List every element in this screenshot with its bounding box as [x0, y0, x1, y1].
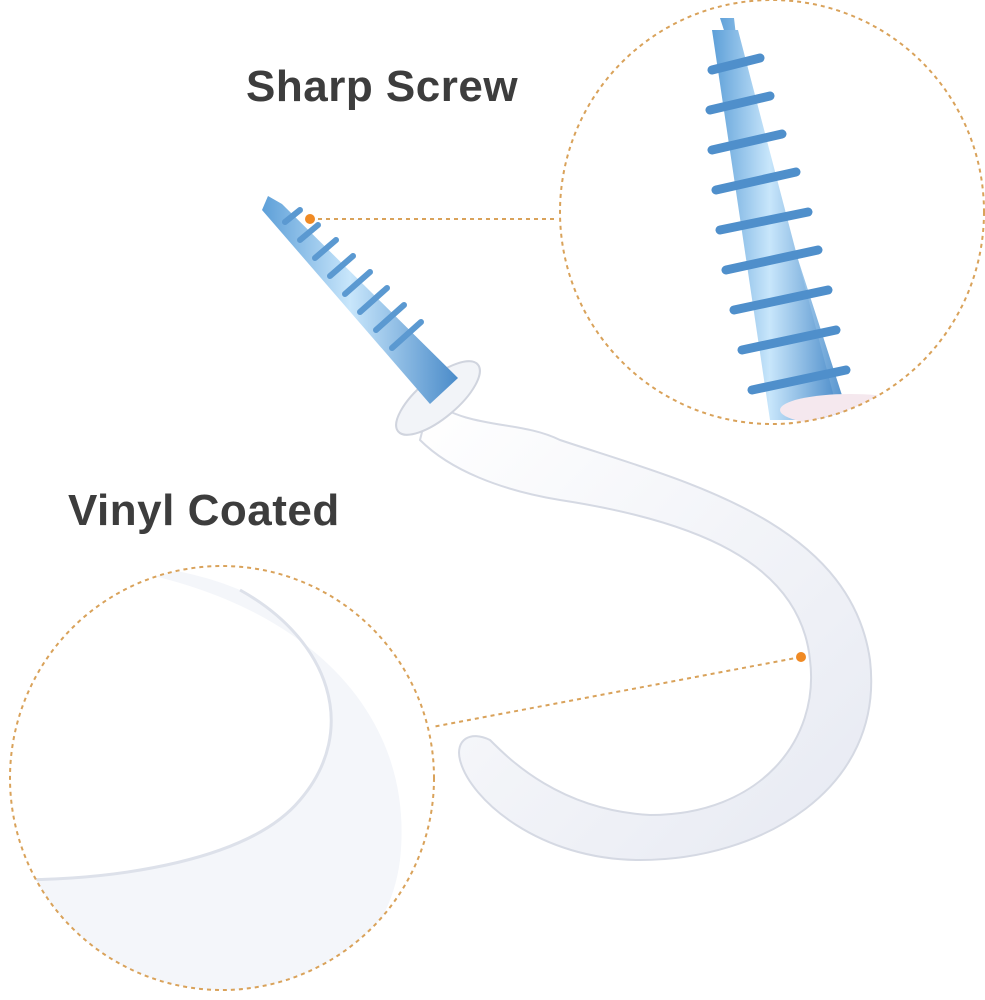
vinyl-zoom-circle: [9, 565, 435, 991]
hook-screw: [262, 196, 458, 404]
hook-body: [395, 360, 873, 862]
screw-callout-dot: [305, 214, 315, 224]
callout-lines: [305, 214, 806, 728]
vinyl-coated-label: Vinyl Coated: [68, 486, 340, 535]
vinyl-callout-dot: [796, 652, 806, 662]
screw-zoom-circle: [559, 0, 985, 425]
sharp-screw-label: Sharp Screw: [246, 62, 519, 111]
